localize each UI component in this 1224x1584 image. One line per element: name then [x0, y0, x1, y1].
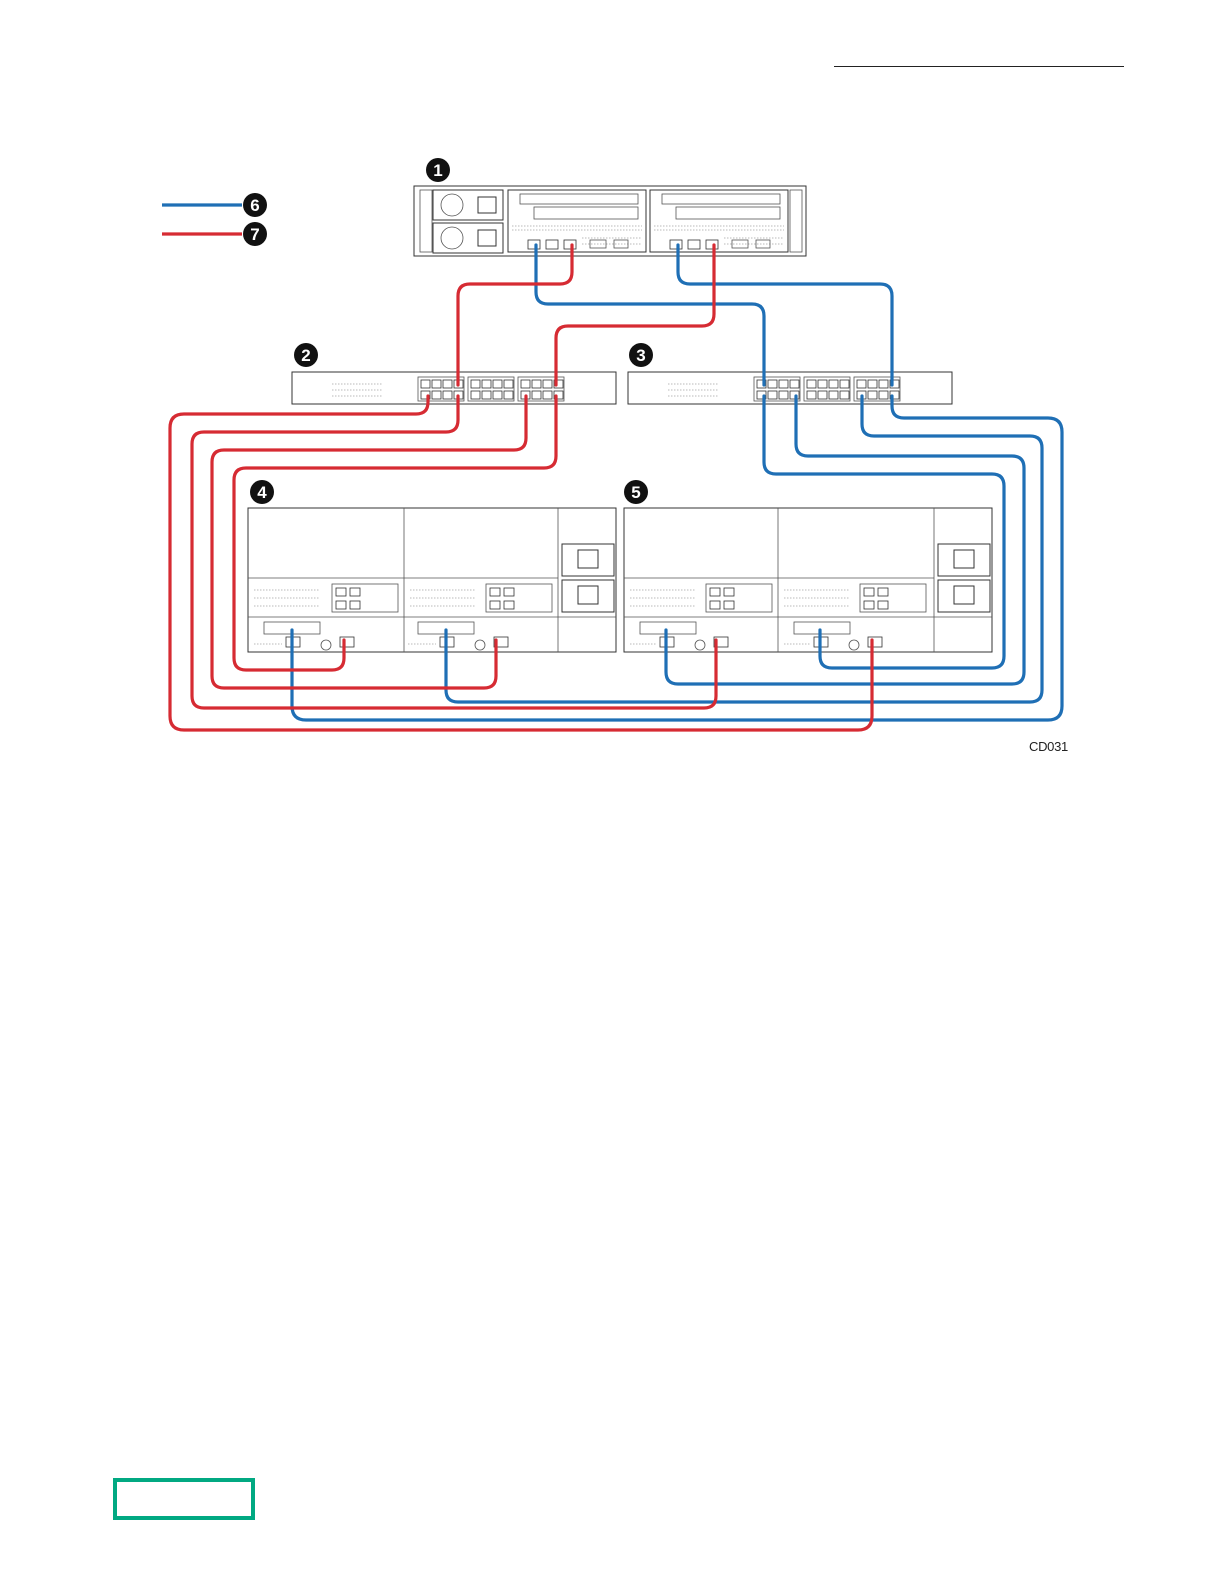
svg-text:6: 6 [250, 196, 259, 215]
callout-2: 2 [294, 343, 318, 367]
svg-text:4: 4 [257, 483, 267, 502]
red-cables [170, 245, 872, 730]
legend: 6 7 [162, 193, 267, 246]
svg-text:2: 2 [301, 346, 310, 365]
svg-text:1: 1 [433, 161, 442, 180]
callout-4: 4 [250, 480, 274, 504]
hpe-logo-box [113, 1478, 255, 1520]
storage-enclosure-a [248, 508, 616, 652]
svg-text:5: 5 [631, 483, 640, 502]
cabling-diagram: 6 7 [0, 0, 1224, 800]
callout-6: 6 [243, 193, 267, 217]
callout-1: 1 [426, 158, 450, 182]
switch-b [628, 372, 952, 404]
svg-text:7: 7 [250, 225, 259, 244]
callout-5: 5 [624, 480, 648, 504]
blue-cable-node-b-to-switch-b [678, 245, 892, 385]
storage-enclosure-b [624, 508, 992, 652]
callout-3: 3 [629, 343, 653, 367]
blue-cable-node-a-to-switch-b [536, 245, 764, 385]
svg-text:3: 3 [636, 346, 645, 365]
figure-id: CD031 [1029, 739, 1068, 754]
callout-7: 7 [243, 222, 267, 246]
switch-a [292, 372, 616, 404]
server-rear-view [414, 186, 806, 256]
